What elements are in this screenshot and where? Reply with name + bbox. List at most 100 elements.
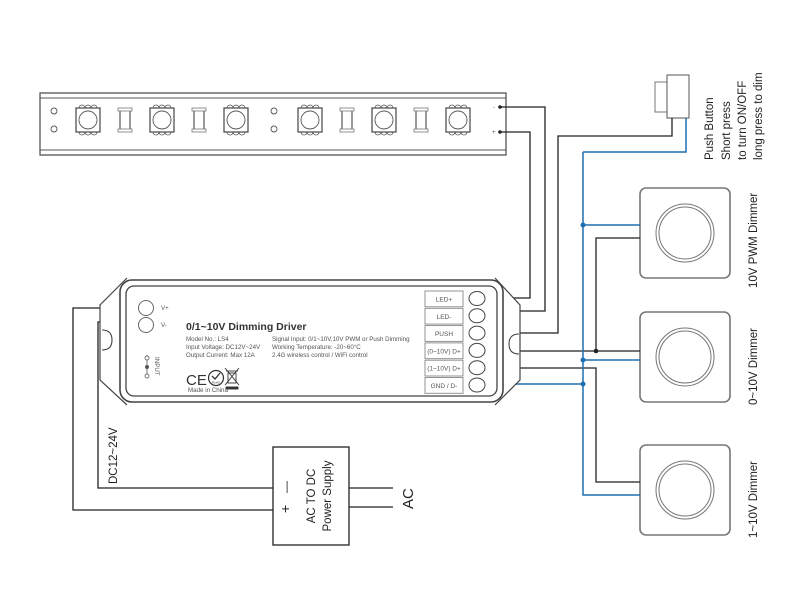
wire-led-plus bbox=[500, 131, 531, 299]
input-pin-v-plus bbox=[138, 300, 154, 316]
wire-gnd-bus bbox=[582, 152, 640, 496]
push-button-body bbox=[666, 74, 690, 119]
driver-spec-output-current: Output Current: Max 12A bbox=[186, 352, 256, 359]
input-pin-v-minus bbox=[138, 317, 154, 333]
wire-gnd-push bbox=[583, 118, 687, 153]
junction-dot-blue-1 bbox=[580, 222, 586, 228]
weee-bin-icon bbox=[224, 367, 240, 390]
dc-polarity-icon bbox=[144, 355, 150, 379]
driver-spec-signal-input: Signal Input: 0/1~10V,10V PWM or Push Di… bbox=[272, 336, 410, 343]
input-pin-v-plus-label: V+ bbox=[161, 305, 169, 312]
led-chip-lens-1 bbox=[78, 110, 98, 130]
junction-dot-black bbox=[593, 348, 599, 354]
input-pin-v-minus-label: V- bbox=[161, 322, 167, 329]
terminal-screw bbox=[468, 325, 486, 341]
power-supply-line-1: AC TO DC bbox=[306, 469, 318, 524]
driver-spec-temperature: Working Temperature: -20~60°C bbox=[272, 344, 361, 351]
driver-spec-input-voltage: Input Voltage: DC12V~24V bbox=[186, 344, 261, 351]
push-button: Push Button Short press to turn ON/OFF l… bbox=[654, 72, 765, 160]
terminal-label-box bbox=[424, 290, 464, 308]
wire-1-10v-d-plus bbox=[505, 367, 640, 483]
terminal-label-box bbox=[424, 377, 464, 394]
resistor-cap-bottom bbox=[117, 128, 133, 133]
resistor-cap-top bbox=[191, 107, 207, 112]
led-chip-pad bbox=[90, 104, 98, 109]
terminal-label-box bbox=[424, 307, 464, 325]
dimmer-0-10v-label: 0~10V Dimmer bbox=[748, 328, 760, 405]
terminal-label-box bbox=[424, 342, 464, 360]
junction-dot-blue-3 bbox=[580, 381, 586, 387]
push-button-caption-line-1: Push Button bbox=[704, 97, 716, 160]
wire-push bbox=[505, 118, 673, 334]
dimmer-0-10v-knob-inner bbox=[658, 330, 712, 384]
dimming-driver: V+ V- INPUT 0/1~10V Dimming Driver Model… bbox=[99, 277, 521, 406]
dimmer-0-10v-knob-outer bbox=[655, 327, 715, 387]
terminal-label: LED+ bbox=[436, 297, 453, 304]
terminal-label: (1~10V) D+ bbox=[427, 366, 461, 373]
led-strip-pin-plus: + bbox=[492, 129, 496, 136]
led-chip-pad bbox=[460, 104, 468, 109]
power-supply-box bbox=[272, 446, 350, 546]
resistor-2 bbox=[193, 109, 205, 131]
resistor-3 bbox=[341, 109, 353, 131]
driver-slot-left bbox=[101, 329, 113, 351]
dimmer-1-10v-body bbox=[639, 444, 731, 536]
wire-v-plus bbox=[72, 307, 275, 511]
resistor-cap-top bbox=[413, 107, 429, 112]
terminal-label-box bbox=[424, 325, 464, 342]
dimmer-10v-pwm-label: 10V PWM Dimmer bbox=[748, 193, 760, 288]
power-supply-line-2: Power Supply bbox=[322, 460, 334, 531]
led-chip-pad bbox=[460, 131, 468, 136]
wires-black bbox=[72, 106, 673, 511]
driver-spec-wireless: 2.4G wireless control / WiFi control bbox=[272, 352, 368, 359]
resistor-cap-top bbox=[339, 107, 355, 112]
mount-hole-mid-top bbox=[270, 107, 278, 115]
power-supply: — + AC TO DC Power Supply AC DC12~24V bbox=[108, 427, 417, 546]
led-chip-lens-6 bbox=[448, 110, 468, 130]
resistor-cap-bottom bbox=[191, 128, 207, 133]
dimmer-10v-pwm: 10V PWM Dimmer bbox=[639, 187, 760, 288]
push-button-caption-line-3: to turn ON/OFF bbox=[737, 81, 749, 160]
terminal-label: LED- bbox=[437, 314, 452, 321]
led-chip-pad bbox=[386, 104, 394, 109]
terminal-block: LED+LED-PUSH(0~10V) D+(1~10V) D+GND / D- bbox=[424, 290, 486, 394]
resistor-4 bbox=[415, 109, 427, 131]
wire-led-minus bbox=[500, 106, 546, 312]
resistor-cap-top bbox=[117, 107, 133, 112]
power-supply-plus: + bbox=[277, 505, 293, 513]
power-supply-minus: — bbox=[279, 481, 293, 493]
dimmer-1-10v: 1~10V Dimmer bbox=[639, 444, 760, 538]
ce-mark: CE bbox=[186, 372, 207, 389]
mount-hole-left-top bbox=[50, 107, 58, 115]
wires-ground bbox=[505, 118, 687, 496]
push-button-caption-line-4: long press to dim bbox=[753, 72, 765, 160]
led-strip: - + bbox=[39, 92, 507, 156]
resistor-1 bbox=[119, 109, 131, 131]
led-chip-lens-4 bbox=[300, 110, 320, 130]
input-label: INPUT bbox=[153, 357, 160, 376]
led-chip-lens-3 bbox=[226, 110, 246, 130]
driver-case-inner bbox=[125, 285, 498, 397]
led-chip-pad bbox=[386, 131, 394, 136]
led-chip-pad bbox=[238, 131, 246, 136]
terminal-label: PUSH bbox=[435, 331, 453, 338]
terminal-screw bbox=[468, 360, 486, 376]
made-in-label: Made in China bbox=[188, 387, 228, 394]
mount-hole-left-bottom bbox=[50, 125, 58, 133]
ac-label: AC bbox=[400, 488, 417, 509]
dimmer-0-10v: 0~10V Dimmer bbox=[639, 311, 760, 405]
terminal-screw bbox=[468, 342, 486, 358]
led-chip-pad bbox=[238, 104, 246, 109]
push-button-caption: Push Button Short press to turn ON/OFF l… bbox=[704, 72, 765, 160]
terminal-label: GND / D- bbox=[431, 383, 458, 390]
driver-spec-model: Model No.: LS4 bbox=[186, 336, 229, 343]
junction-dot-blue-2 bbox=[580, 357, 586, 363]
dimmer-10v-pwm-body bbox=[639, 187, 731, 279]
mount-hole-mid-bottom bbox=[270, 125, 278, 133]
led-chip-pad bbox=[164, 104, 172, 109]
dimmer-0-10v-body bbox=[639, 311, 731, 403]
terminal-screw bbox=[468, 291, 486, 306]
led-strip-pin-minus: - bbox=[493, 104, 495, 111]
svg-text:RoHS: RoHS bbox=[212, 381, 220, 385]
